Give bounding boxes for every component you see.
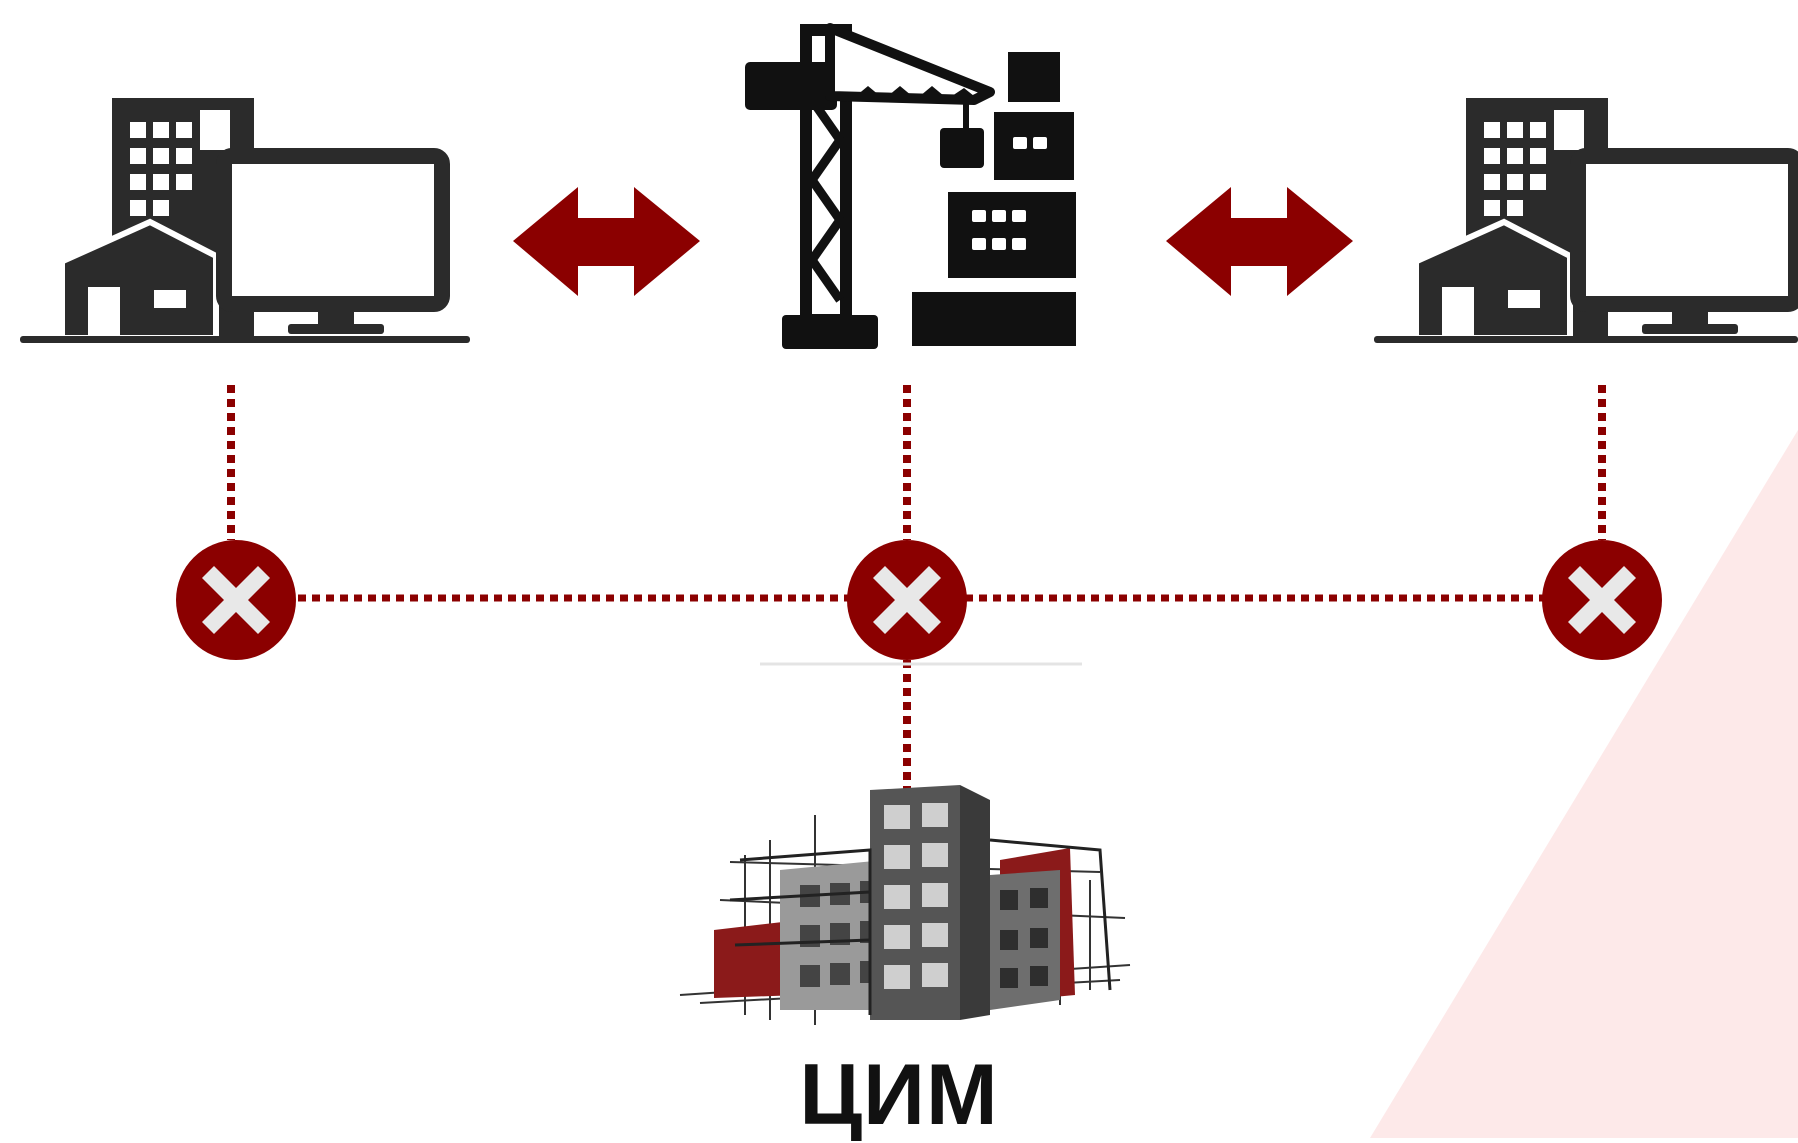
cim-label: ЦИМ [799,1047,999,1143]
blocked-x-icon [847,540,967,660]
office-computer-icon [1374,98,1798,343]
building-model-icon [679,785,1131,1025]
office-computer-icon [20,98,470,343]
blocked-x-icon [176,540,296,660]
blocked-x-icon [1542,540,1662,660]
background-wedge [1370,430,1798,1138]
double-arrow-icon [1166,187,1353,296]
crane-construction-icon [745,23,1076,349]
double-arrow-icon [513,187,700,296]
